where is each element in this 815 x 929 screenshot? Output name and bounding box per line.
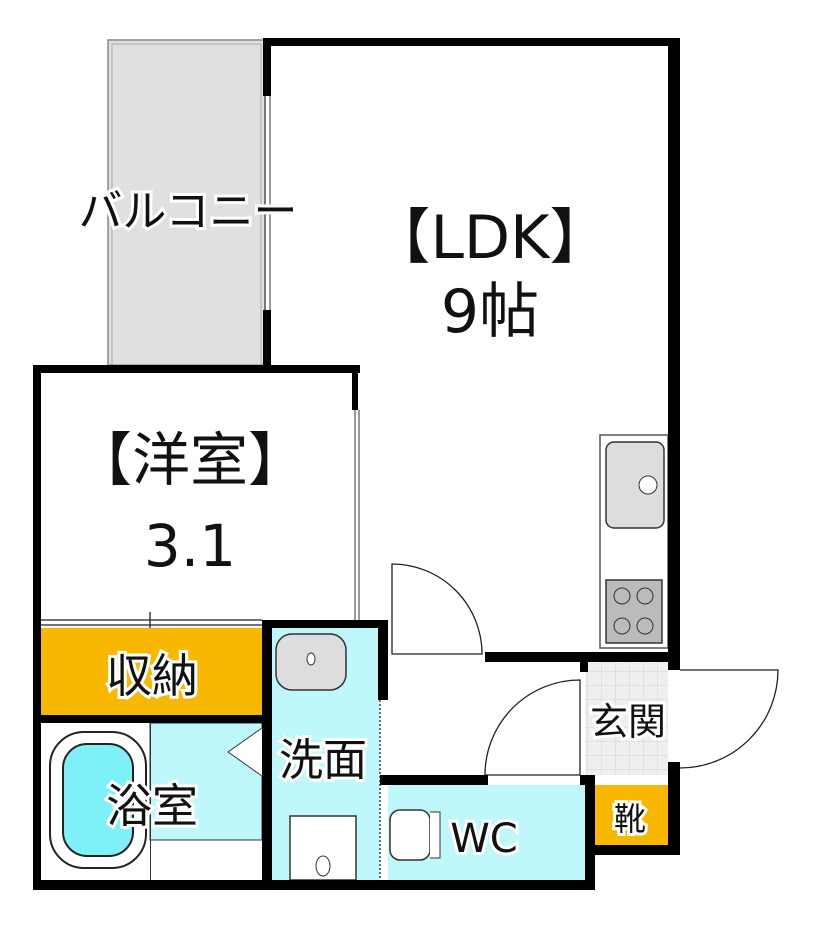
door-swings: [41, 563, 779, 880]
shoe-closet-label: 靴: [614, 800, 646, 838]
kitchen-sink: [605, 441, 665, 529]
washroom-label: 洗面: [279, 735, 367, 786]
balcony-label: バルコニー: [78, 186, 297, 237]
stove: [605, 579, 663, 644]
storage-area: [41, 628, 262, 715]
bathroom-label: 浴室: [106, 779, 198, 833]
storage-label: 収納: [106, 649, 198, 703]
walls: [33, 38, 680, 890]
western-room-area: [37, 369, 356, 624]
toilet-label: WC: [450, 816, 517, 862]
entrance-label: 玄関: [590, 700, 666, 744]
shoe-closet-area: [592, 785, 668, 847]
western-room-title: 【洋室】: [74, 426, 306, 494]
ldk-title: 【LDK】: [371, 203, 610, 273]
western-room-size: 3.1: [144, 512, 236, 580]
toilet-fixture: [389, 809, 431, 861]
entrance-area: [585, 662, 668, 775]
balcony-area: [107, 39, 266, 366]
ldk-size: 9帖: [441, 277, 539, 347]
